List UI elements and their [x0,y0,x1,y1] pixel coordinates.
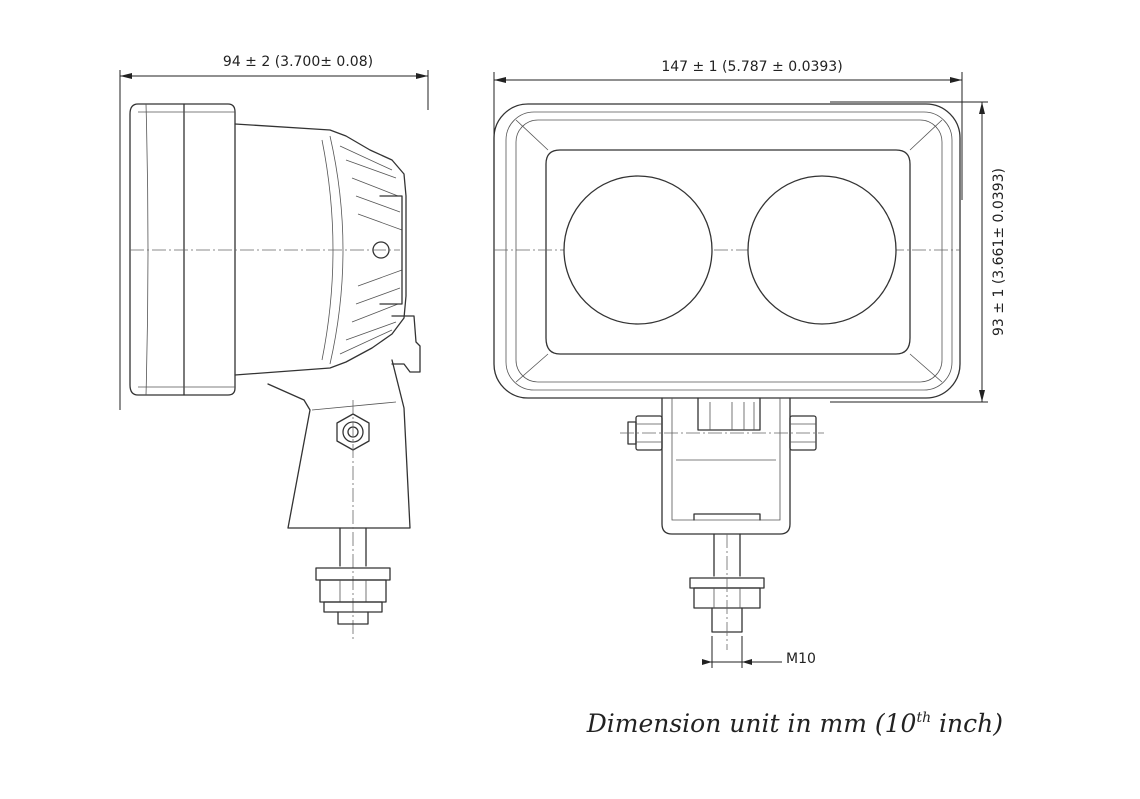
front-housing-outer [493,103,961,399]
right-lamp-reflector [747,175,897,325]
dimension-front-height: 93 ± 1 (3.661± 0.0393) [830,101,1007,403]
side-width-label: 94 ± 2 (3.700± 0.08) [223,54,373,70]
front-lens [545,149,911,355]
thread-label: M10 [786,651,816,667]
side-mount-bracket [267,359,411,529]
caption-tail: inch) [931,709,1003,738]
dimension-side-width: 94 ± 2 (3.700± 0.08) [119,54,429,410]
front-mount-bracket [661,397,791,535]
cooling-fins [339,145,403,355]
side-cable-gland [391,315,421,373]
side-mount-stud [315,527,391,625]
caption-main: Dimension unit in mm (1 [586,709,901,738]
side-view [129,103,421,640]
units-caption: Dimension unit in mm (10th inch) [586,709,1003,738]
left-lamp-reflector [563,175,713,325]
front-width-label: 147 ± 1 (5.787 ± 0.0393) [661,59,842,75]
front-height-label: 93 ± 1 (3.661± 0.0393) [991,168,1007,336]
side-lens-bezel [129,103,185,396]
front-view [493,103,961,650]
front-mount-stud [689,533,765,650]
dimension-front-width: 147 ± 1 (5.787 ± 0.0393) [493,59,963,200]
caption-superscript: th [916,710,931,726]
front-pivot-bolts [620,415,824,451]
caption-digit: 0 [901,709,917,738]
side-housing-ring [183,103,236,396]
dimension-thread: M10 [702,636,816,668]
side-housing-body [234,123,407,376]
